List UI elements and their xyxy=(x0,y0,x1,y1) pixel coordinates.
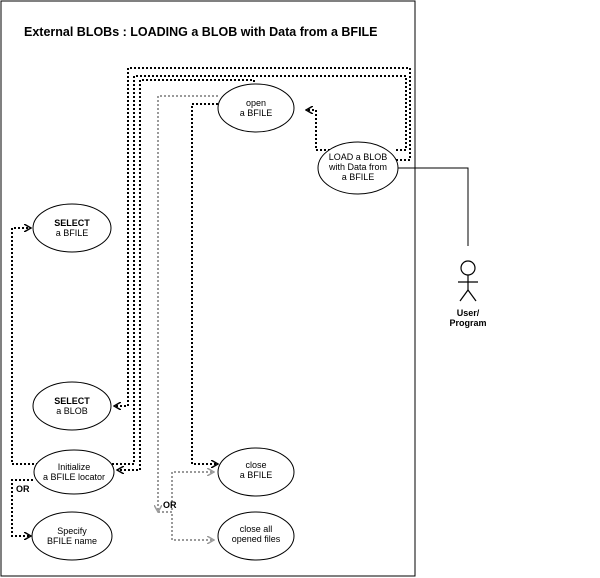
edge-optional-open xyxy=(158,95,218,512)
edge-actor-association xyxy=(396,167,469,246)
use-case-select-bfile[interactable]: SELECT a BFILE xyxy=(32,203,112,253)
open-bfile-line1: open xyxy=(246,98,266,108)
load-blob-line2: with Data from xyxy=(328,162,387,172)
edge-init-to-specify xyxy=(11,479,33,536)
or-label-left: OR xyxy=(16,484,30,494)
edge-optional-close-bfile xyxy=(158,472,214,513)
use-case-specify-name[interactable]: Specify BFILE name xyxy=(31,511,113,561)
select-bfile-line1: SELECT xyxy=(54,218,90,228)
select-blob-line1: SELECT xyxy=(54,396,90,406)
select-bfile-line2: a BFILE xyxy=(56,228,89,238)
close-all-line2: opened files xyxy=(232,534,281,544)
specify-name-line2: BFILE name xyxy=(47,536,97,546)
actor-label-line2: Program xyxy=(449,318,486,328)
edge-optional-close-all xyxy=(158,511,214,540)
load-blob-line3: a BFILE xyxy=(342,172,375,182)
use-case-select-blob[interactable]: SELECT a BLOB xyxy=(32,381,112,431)
init-locator-line1: Initialize xyxy=(58,462,91,472)
close-bfile-line1: close xyxy=(245,460,266,470)
close-bfile-line2: a BFILE xyxy=(240,470,273,480)
close-all-line1: close all xyxy=(240,524,273,534)
use-case-close-bfile[interactable]: close a BFILE xyxy=(217,447,295,497)
actor-leg-right xyxy=(467,289,477,302)
edge-load-to-select-blob xyxy=(114,67,411,406)
edge-load-to-close-bfile xyxy=(191,103,218,464)
actor-user-program[interactable]: User/ Program xyxy=(449,260,487,328)
use-case-load-blob[interactable]: LOAD a BLOB with Data from a BFILE xyxy=(317,141,399,195)
actor-leg-left xyxy=(459,289,469,302)
use-case-initialize-locator[interactable]: Initialize a BFILE locator xyxy=(33,449,115,495)
load-blob-line1: LOAD a BLOB xyxy=(329,152,388,162)
actor-label-line1: User/ xyxy=(457,308,480,318)
edge-load-to-select-bfile xyxy=(11,75,407,465)
select-blob-line2: a BLOB xyxy=(56,406,88,416)
or-label-middle: OR xyxy=(163,500,177,510)
specify-name-line1: Specify xyxy=(57,526,87,536)
diagram-title: External BLOBs : LOADING a BLOB with Dat… xyxy=(24,25,378,39)
edge-open-to-init xyxy=(117,79,255,470)
open-bfile-line2: a BFILE xyxy=(240,108,273,118)
actor-head xyxy=(460,260,476,276)
edge-load-to-open xyxy=(306,110,330,151)
init-locator-line2: a BFILE locator xyxy=(43,472,105,482)
use-case-open-bfile[interactable]: open a BFILE xyxy=(217,83,295,133)
use-case-close-all[interactable]: close all opened files xyxy=(217,511,295,561)
